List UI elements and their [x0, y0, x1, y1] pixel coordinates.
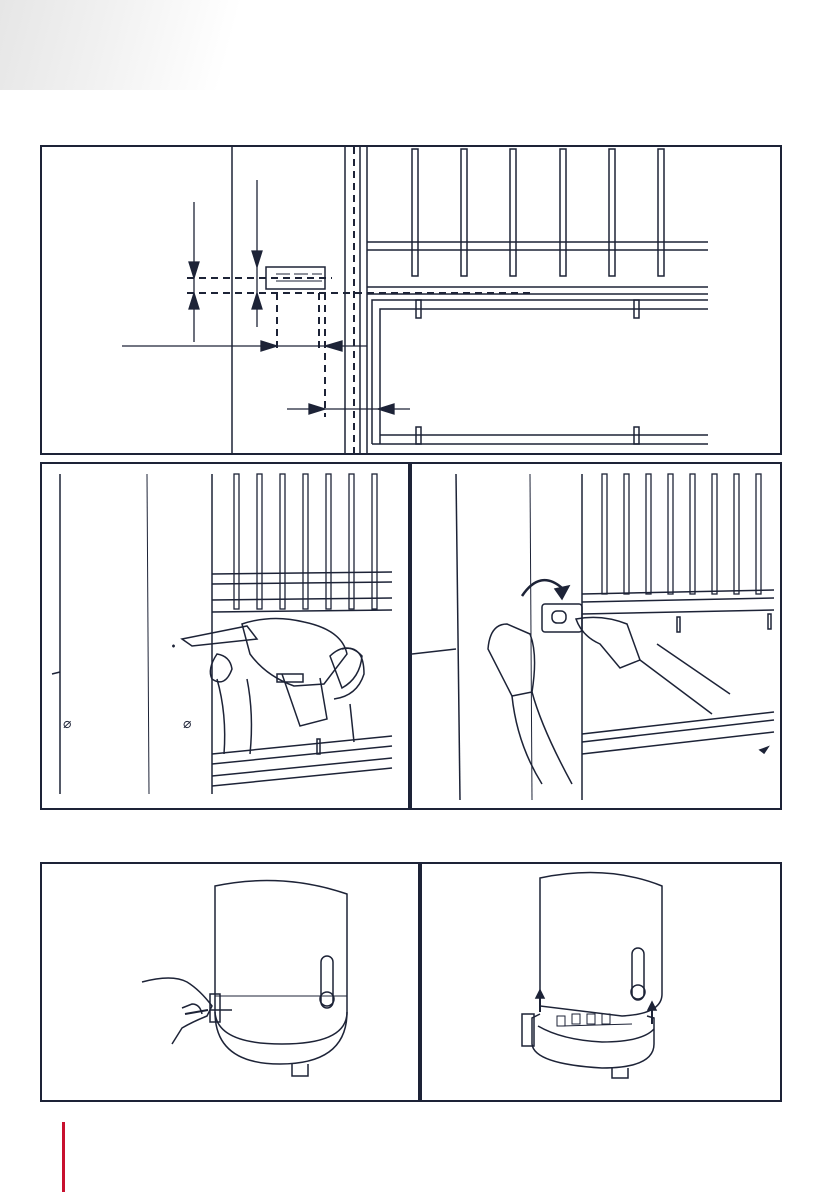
cover-removal-drawing — [422, 864, 780, 1100]
left-hand — [488, 624, 535, 696]
gate-pickets — [602, 474, 761, 594]
dimensions-drawing — [42, 147, 780, 453]
screw-fixing-drawing — [42, 864, 418, 1100]
figure-drill-holes: ⌀ ⌀ — [40, 462, 410, 810]
figure-installation-dimensions — [40, 145, 782, 455]
figure-remove-cover — [420, 862, 782, 1102]
gate-pickets — [234, 474, 377, 609]
power-drill — [182, 618, 364, 742]
page-corner-shade — [0, 0, 300, 90]
diameter-symbol-right: ⌀ — [183, 716, 191, 732]
figure-fix-screw — [40, 862, 420, 1102]
drilling-drawing — [42, 464, 408, 808]
gate-pickets — [412, 149, 664, 276]
right-hand — [330, 648, 362, 688]
figure-attach-bracket — [410, 462, 782, 810]
right-hand — [576, 617, 640, 668]
diameter-symbol-left: ⌀ — [63, 716, 71, 732]
bracket-attach-drawing — [412, 464, 780, 808]
motor-cover — [215, 881, 347, 1044]
page-accent-bar — [62, 1122, 65, 1192]
left-hand — [210, 654, 232, 682]
wall-line — [456, 474, 460, 800]
